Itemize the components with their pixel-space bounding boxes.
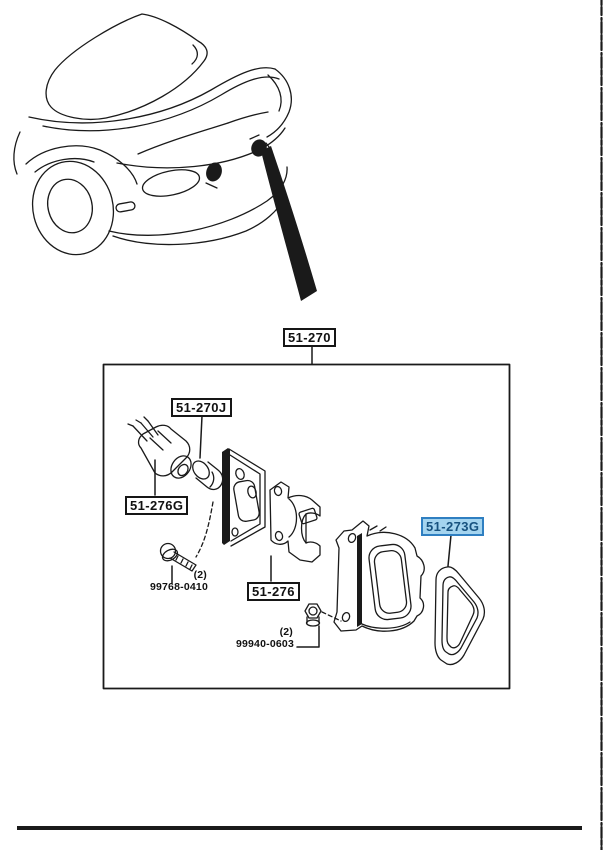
callout-bracket[interactable]: 51-276 [247,582,300,601]
bulb-drawing [192,460,224,491]
nut-alignment-dashes [321,611,342,622]
screw-drawing [159,542,197,572]
nut-quantity: (2) [279,626,293,638]
callout-lamp-assembly[interactable]: 51-270 [283,328,336,347]
side-marker-drawing [115,201,136,213]
nut-part-number: 99940-0603 [235,637,294,650]
leader-bulb [199,415,203,459]
callout-screw-part[interactable]: (2) 99768-0410 [136,569,208,593]
nut-drawing [304,603,322,627]
page-bottom-rule [17,826,582,830]
leader-nut [296,625,320,648]
socket-drawing [127,416,192,479]
taillight-drawing [141,169,201,197]
callout-gasket-highlighted[interactable]: 51-273G [421,517,485,536]
leader-gasket [447,534,452,567]
car-rear-drawing [13,13,292,256]
gasket-drawing [434,566,486,666]
callout-bulb[interactable]: 51-270J [171,398,232,417]
housing-drawing [333,520,425,632]
lens-plate-drawing [222,448,266,547]
callout-socket[interactable]: 51-276G [125,496,189,515]
screw-alignment-dashes [195,501,214,558]
license-lamp-left [206,162,222,182]
bracket-drawing [269,481,321,563]
screw-quantity: (2) [193,569,207,581]
detail-box [102,363,511,690]
callout-nut-part[interactable]: (2) 99940-0603 [222,626,294,650]
zoom-arrow-icon [261,146,317,301]
screw-part-number: 99768-0410 [149,580,208,593]
